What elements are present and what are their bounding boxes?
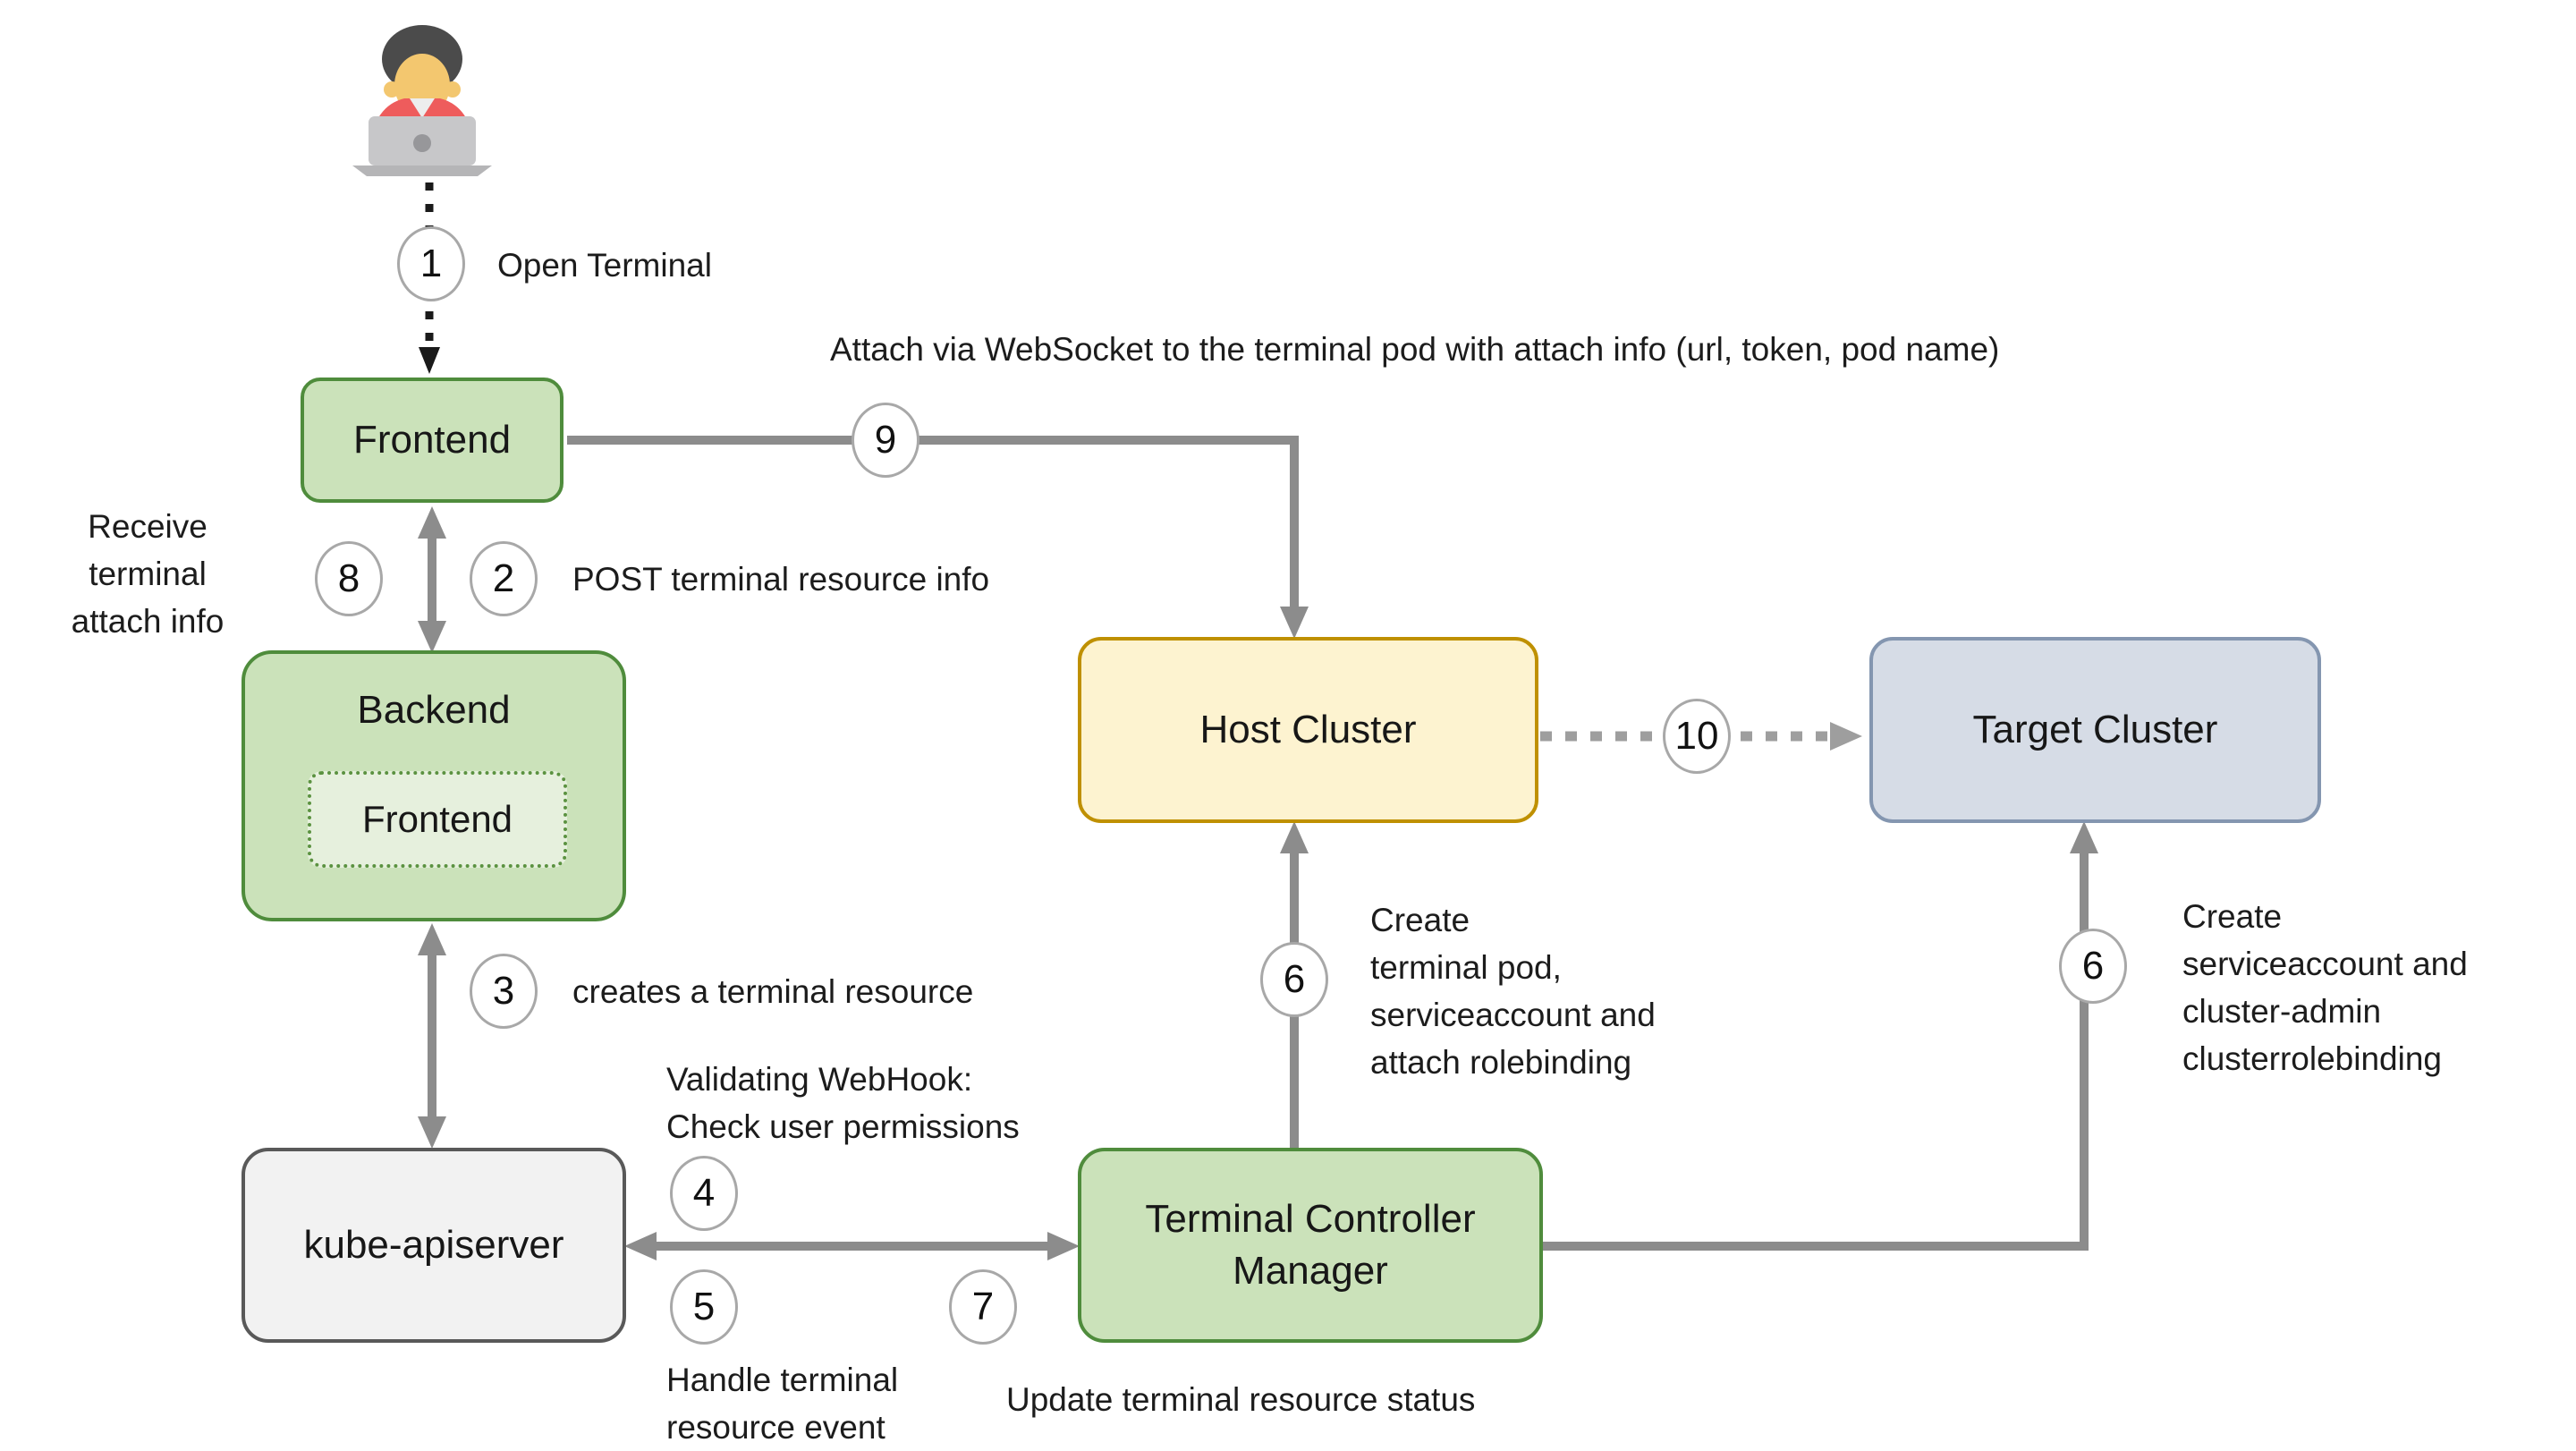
node-kube-apiserver-label: kube-apiserver <box>303 1223 564 1267</box>
step-3-badge: 3 <box>470 954 538 1029</box>
node-frontend: Frontend <box>301 378 564 503</box>
step-6-right-label: Create serviceaccount and cluster-admin … <box>2182 898 2468 1077</box>
node-backend-inner-frontend: Frontend <box>308 771 567 868</box>
step-3-label: creates a terminal resource <box>572 973 974 1010</box>
node-backend: Backend Frontend <box>242 650 626 921</box>
step-2-label: POST terminal resource info <box>572 561 990 598</box>
arrow-frontend-hostcluster <box>567 436 1309 639</box>
step-7-label: Update terminal resource status <box>1006 1381 1476 1418</box>
node-host-cluster: Host Cluster <box>1078 637 1538 823</box>
step-6-right-badge: 6 <box>2059 929 2127 1004</box>
step-4-label: Validating WebHook: Check user permissio… <box>666 1061 1020 1145</box>
node-backend-label: Backend <box>357 688 511 732</box>
step-8-label: Receive terminal attach info <box>71 508 225 640</box>
step-7-badge: 7 <box>949 1269 1017 1345</box>
step-9-badge: 9 <box>852 403 919 478</box>
step-1-badge: 1 <box>397 226 465 301</box>
node-frontend-label: Frontend <box>352 418 512 462</box>
node-kube-apiserver: kube-apiserver <box>242 1148 626 1343</box>
step-2-badge: 2 <box>470 541 538 616</box>
step-10-badge: 10 <box>1663 699 1731 774</box>
step-6-left-badge: 6 <box>1260 942 1328 1017</box>
node-target-cluster: Target Cluster <box>1869 637 2321 823</box>
user-at-laptop-icon <box>352 25 492 176</box>
step-5-badge: 5 <box>670 1269 738 1345</box>
node-target-cluster-label: Target Cluster <box>1972 708 2218 751</box>
node-backend-inner-label: Frontend <box>361 798 513 840</box>
step-9-label: Attach via WebSocket to the terminal pod… <box>830 331 2000 368</box>
node-tcm-label: Terminal Controller Manager <box>1145 1197 1476 1293</box>
step-1-label: Open Terminal <box>497 247 712 284</box>
step-4-badge: 4 <box>670 1156 738 1231</box>
node-terminal-controller-manager: Terminal Controller Manager <box>1078 1148 1543 1343</box>
step-6-left-label: Create terminal pod, serviceaccount and … <box>1370 902 1656 1081</box>
step-8-badge: 8 <box>315 541 383 616</box>
node-host-cluster-label: Host Cluster <box>1199 708 1417 751</box>
step-5-label: Handle terminal resource event <box>666 1362 899 1446</box>
